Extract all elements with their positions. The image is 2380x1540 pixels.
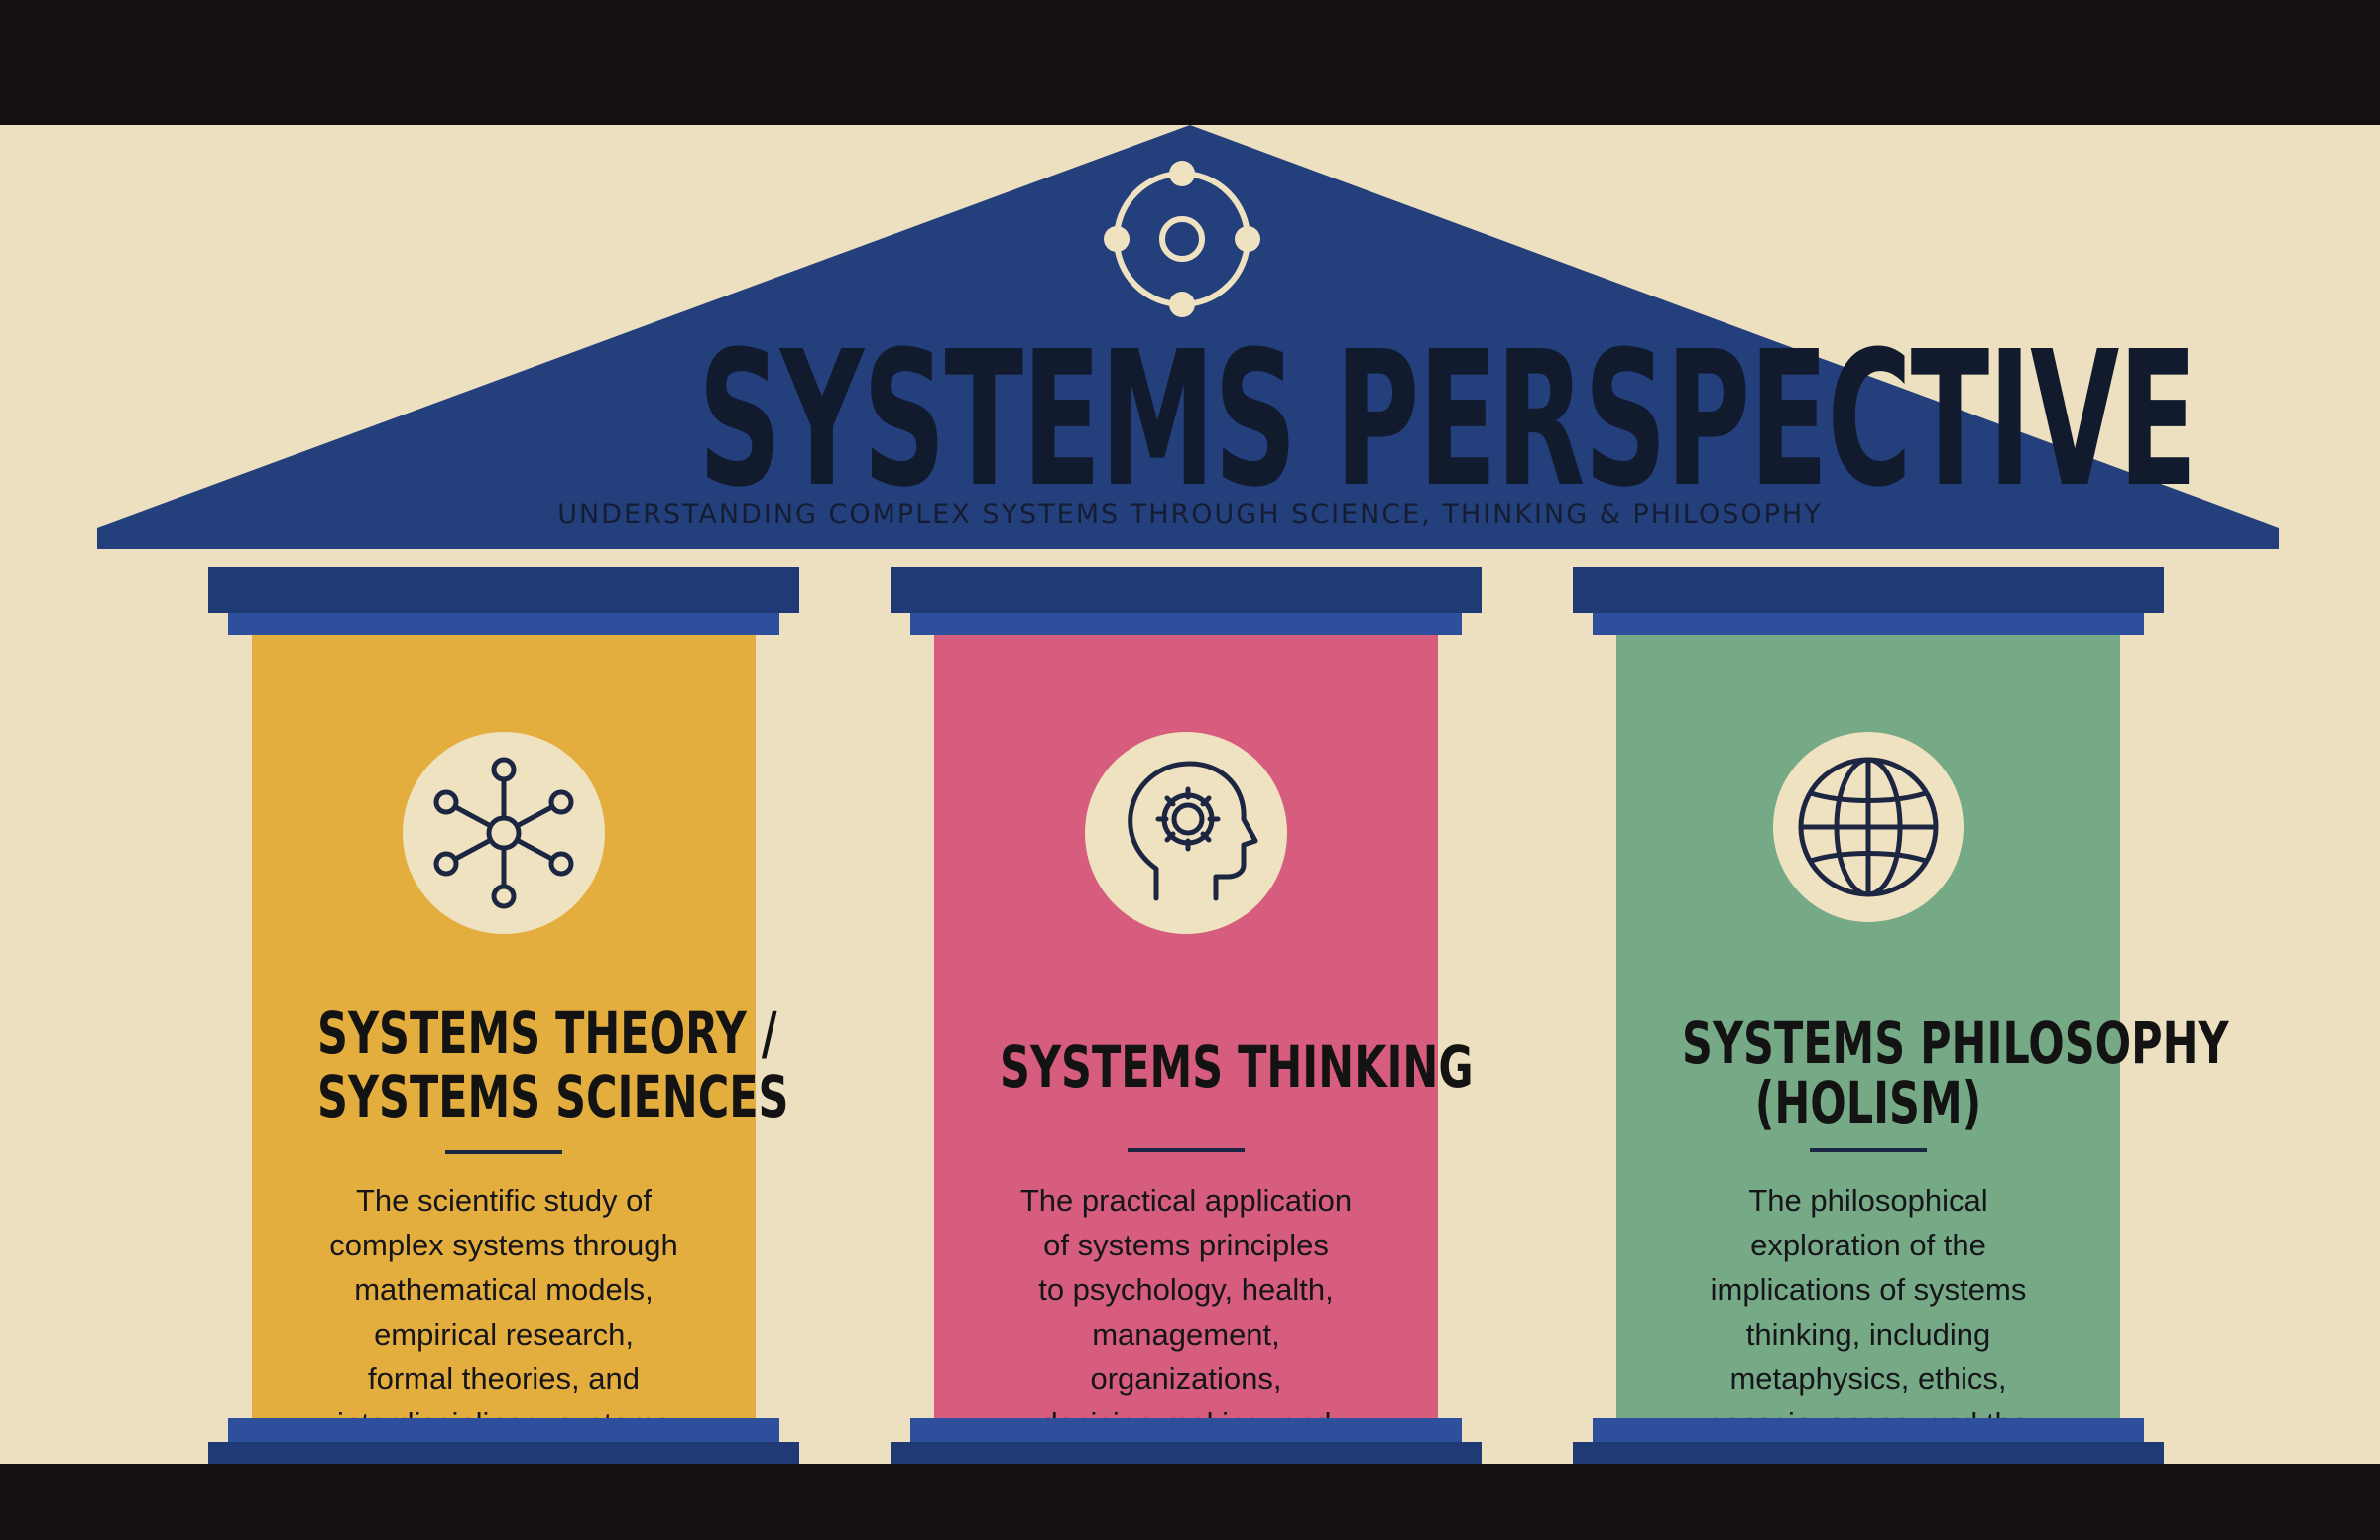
icon-badge (1773, 732, 1964, 922)
page-title: SYSTEMS PERSPECTIVE (698, 311, 2198, 529)
head-gear-icon (1128, 761, 1258, 901)
pillar-description: The scientific study of complex systems … (329, 1183, 678, 1464)
pillar-base-step (910, 1418, 1462, 1442)
icon-badge (1085, 732, 1287, 934)
pediment-shape (97, 125, 2279, 549)
pillar-capital (1573, 567, 2164, 613)
pillar-title-line2: (HOLISM) (1754, 1069, 1982, 1136)
pillar-capital (891, 567, 1482, 613)
pillar-shaft: SYSTEMS THEORY / SYSTEMS SCIENCES The sc… (252, 635, 789, 1464)
globe-icon (1798, 757, 1939, 897)
network-icon (433, 757, 574, 909)
pillar-systems-thinking: SYSTEMS THINKING The practical applicati… (891, 567, 1482, 1464)
pillar-systems-philosophy: SYSTEMS PHILOSOPHY (HOLISM) The philosop… (1573, 567, 2229, 1464)
icon-badge (403, 732, 605, 934)
pillar-title: SYSTEMS PHILOSOPHY (1682, 1009, 2229, 1077)
pillar-base (208, 1442, 799, 1464)
title-divider (1810, 1148, 1927, 1152)
pillar-base (1573, 1442, 2164, 1464)
pillar-base-step (228, 1418, 779, 1442)
infographic-canvas: SYSTEMS PERSPECTIVE UNDERSTANDING COMPLE… (0, 125, 2380, 1464)
pillar-capital-step (910, 613, 1462, 635)
pillar-title: SYSTEMS THEORY / (317, 1000, 777, 1067)
temple-roof (97, 125, 2279, 549)
pillar-title-line2: SYSTEMS SCIENCES (317, 1063, 789, 1130)
pillar-capital (208, 567, 799, 613)
pillar-shaft: SYSTEMS PHILOSOPHY (HOLISM) The philosop… (1616, 635, 2229, 1464)
page-subtitle: UNDERSTANDING COMPLEX SYSTEMS THROUGH SC… (557, 499, 1823, 530)
pillar-capital-step (228, 613, 779, 635)
pillar-title: SYSTEMS THINKING (1000, 1033, 1474, 1101)
title-divider (1128, 1148, 1245, 1152)
pillar-shaft: SYSTEMS THINKING The practical applicati… (934, 635, 1474, 1464)
pillar-systems-theory: SYSTEMS THEORY / SYSTEMS SCIENCES The sc… (208, 567, 799, 1464)
pillar-base (891, 1442, 1482, 1464)
orbit-icon (1104, 161, 1260, 317)
pillar-capital-step (1593, 613, 2144, 635)
pillar-base-step (1593, 1418, 2144, 1442)
title-divider (445, 1150, 562, 1154)
